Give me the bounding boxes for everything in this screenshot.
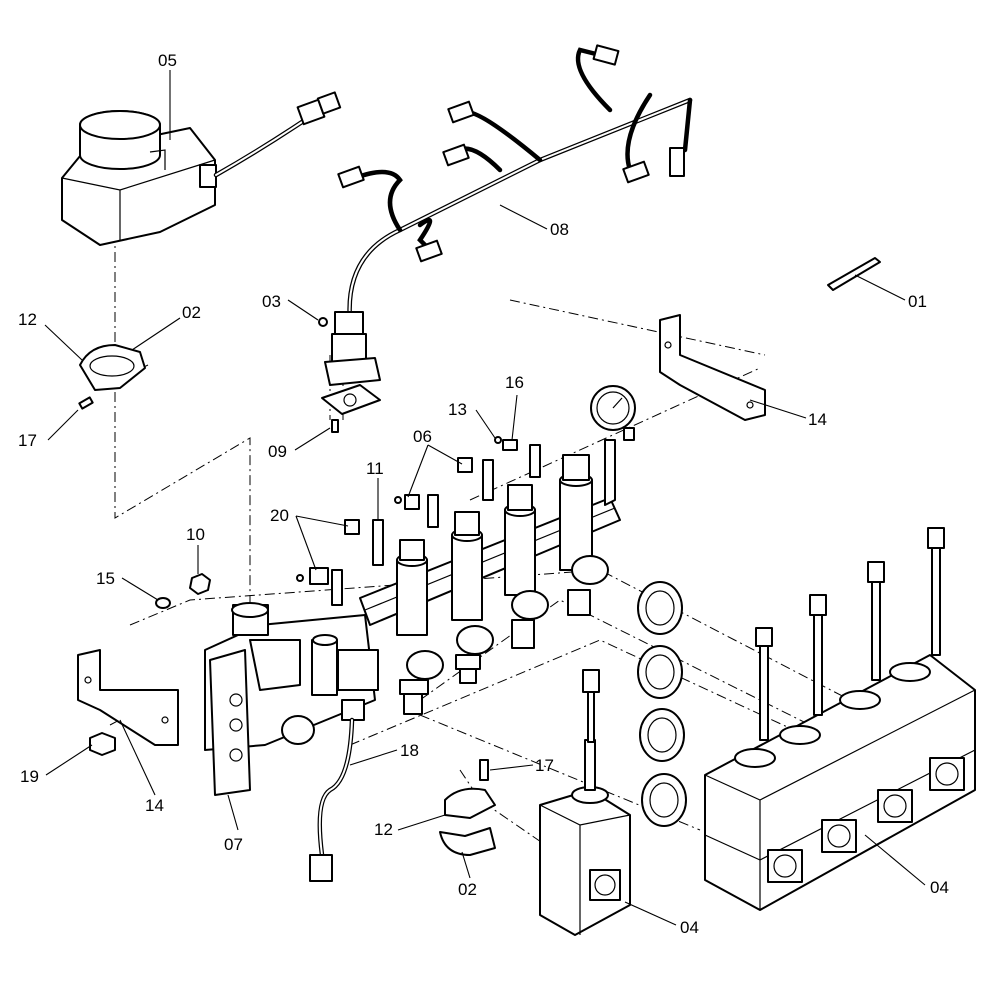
mounting-bracket-14-right [659, 314, 766, 421]
callout-04-bank: 04 [930, 878, 949, 897]
section-valve-3 [504, 484, 549, 649]
callout-20: 20 [270, 506, 289, 525]
callout-10: 10 [186, 525, 205, 544]
valve-manifold [204, 385, 636, 882]
clamp-bands [637, 581, 687, 827]
callout-19: 19 [20, 767, 39, 786]
clips-fittings [296, 436, 541, 606]
callout-02-lower: 02 [458, 880, 477, 899]
callout-14-right: 14 [808, 410, 827, 429]
section-valve-2 [451, 511, 494, 684]
pressure-gauge [590, 385, 636, 506]
wiring-harness-08 [324, 44, 693, 386]
callout-03: 03 [262, 292, 281, 311]
callout-15: 15 [96, 569, 115, 588]
callout-17-upper: 17 [18, 431, 37, 450]
mounting-bracket-14-left [77, 649, 179, 756]
motor-actuator-05 [61, 91, 342, 246]
callout-08: 08 [550, 220, 569, 239]
callout-09: 09 [268, 442, 287, 461]
callout-17-lower: 17 [535, 756, 554, 775]
cable-tie-01 [827, 257, 881, 291]
callout-06: 06 [413, 427, 432, 446]
callout-02-upper: 02 [182, 303, 201, 322]
callout-labels: 01 02 02 03 04 04 05 06 07 08 09 10 11 1… [18, 51, 949, 937]
callout-16: 16 [505, 373, 524, 392]
callout-13: 13 [448, 400, 467, 419]
valve-actuator-04-bank [704, 527, 976, 911]
flange-gasket-09 [318, 317, 381, 433]
section-valve-1 [396, 539, 444, 715]
callout-12-upper: 12 [18, 310, 37, 329]
leader-lines [44, 70, 926, 926]
callout-11: 11 [366, 459, 384, 478]
callout-07: 07 [224, 835, 243, 854]
callout-18: 18 [400, 741, 419, 760]
callout-12-lower: 12 [374, 820, 393, 839]
callout-01: 01 [908, 292, 927, 311]
callout-14-left: 14 [145, 796, 164, 815]
section-valve-4 [559, 454, 609, 616]
clamp-12-02-lower [439, 759, 496, 856]
callout-05: 05 [158, 51, 177, 70]
valve-actuator-04-single [539, 669, 631, 936]
nut-10-washer-15 [155, 573, 211, 609]
callout-04-single: 04 [680, 918, 699, 937]
clamp-12-02-upper [78, 344, 146, 410]
